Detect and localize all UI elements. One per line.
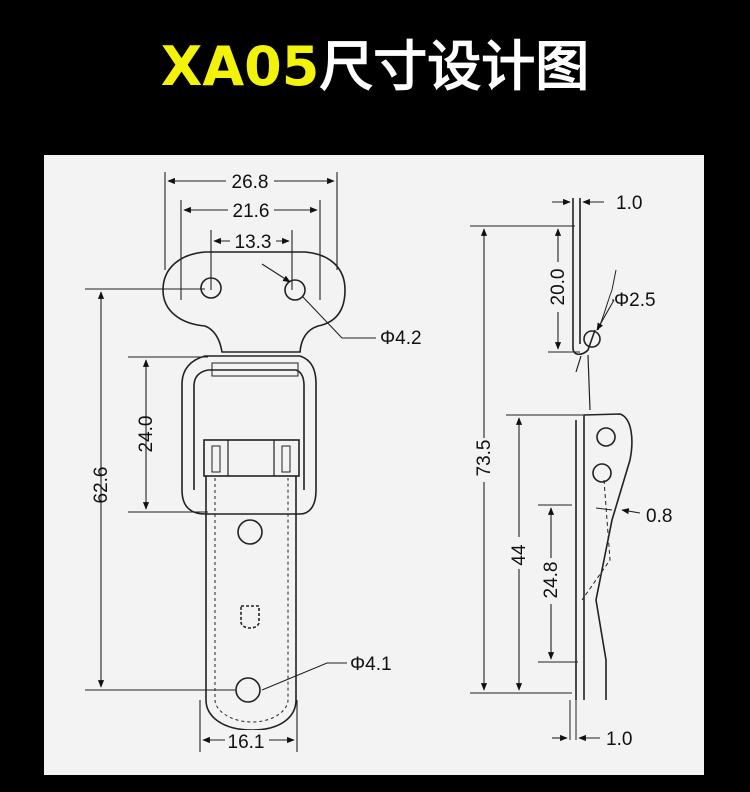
side-hook-pin [583, 330, 601, 348]
wire-loop [181, 355, 317, 515]
dim-height-20-0: 20.0 [548, 269, 569, 306]
dim-thickness-1-0-top: 1.0 [616, 193, 642, 214]
dim-thickness-1-0-bottom: 1.0 [606, 729, 632, 750]
dim-height-62-6: 62.6 [91, 467, 112, 504]
side-pivot-bottom [592, 463, 612, 483]
plate-hole-right [284, 279, 306, 301]
dim-width-26-8: 26.8 [232, 172, 269, 193]
dim-thickness-0-8: 0.8 [646, 506, 672, 527]
side-view [569, 198, 633, 740]
side-pivot-top [596, 427, 616, 447]
title-model-code: XA05 [160, 35, 320, 98]
dim-diameter-2-5: Φ2.5 [614, 290, 656, 311]
dim-height-44: 44 [509, 544, 530, 566]
lever-hole [237, 519, 263, 545]
mounting-plate [162, 251, 346, 353]
page-title: XA05尺寸设计图 [0, 40, 750, 94]
dim-height-24-0: 24.0 [136, 416, 157, 453]
front-view [162, 251, 346, 731]
technical-drawing: 26.8 21.6 13.3 16.1 62.6 24.0 Φ4.2 Φ4.1 [85, 171, 672, 753]
front-dimension-lines [85, 172, 376, 752]
drawing-sheet: 26.8 21.6 13.3 16.1 62.6 24.0 Φ4.2 Φ4.1 [44, 155, 704, 775]
bottom-hole [235, 677, 261, 703]
lever-slot [240, 605, 260, 629]
dim-diameter-4-2: Φ4.2 [380, 328, 422, 349]
side-plate-hook [572, 198, 596, 356]
hinge [203, 439, 300, 477]
dim-height-73-5: 73.5 [474, 440, 495, 477]
dim-height-24-8: 24.8 [541, 562, 562, 599]
side-lever [575, 413, 633, 700]
dim-width-13-3: 13.3 [235, 232, 272, 253]
dim-width-21-6: 21.6 [233, 201, 270, 222]
title-text: 尺寸设计图 [319, 35, 590, 98]
dim-diameter-4-1: Φ4.1 [350, 654, 392, 675]
dim-width-16-1: 16.1 [228, 732, 265, 753]
